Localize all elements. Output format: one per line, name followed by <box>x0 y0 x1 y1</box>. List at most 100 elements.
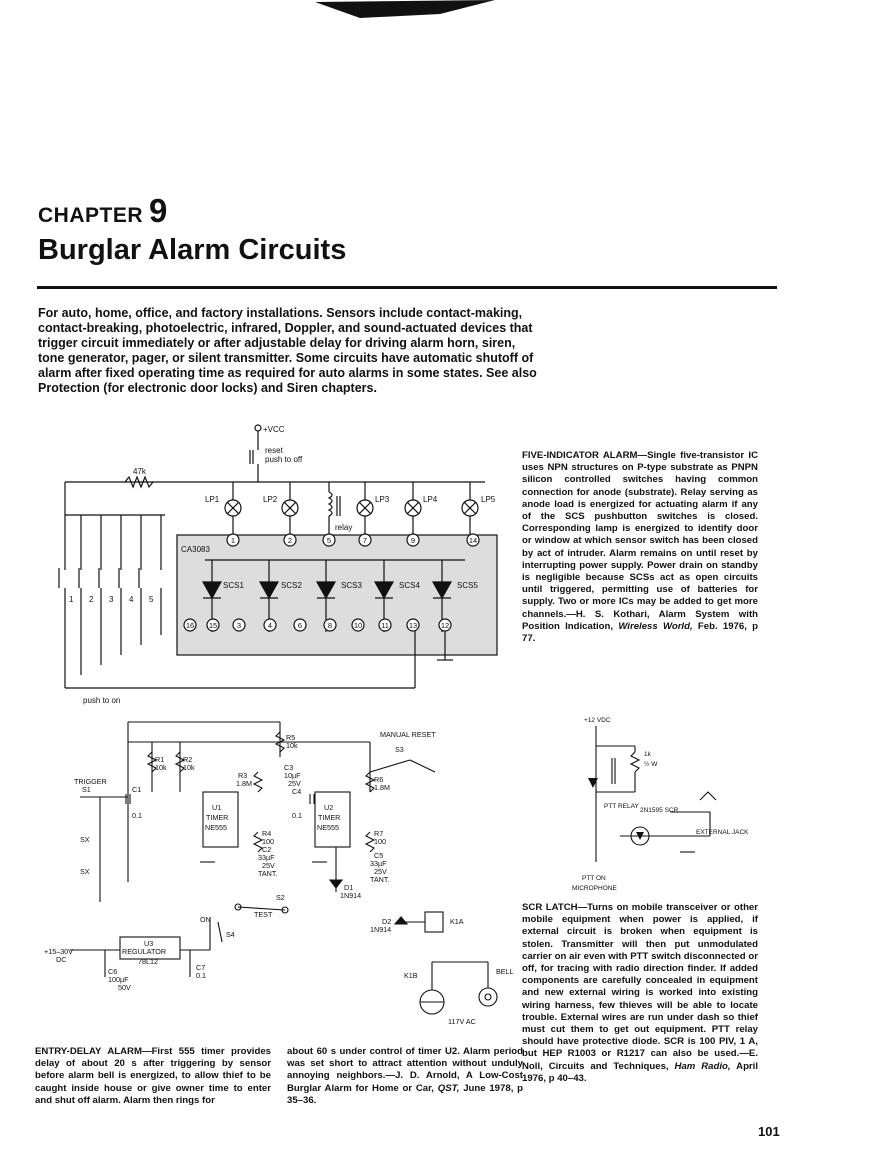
pin-bottom-3: 3 <box>237 621 241 630</box>
chapter-word: CHAPTER <box>38 204 144 227</box>
c1-value: 0.1 <box>132 811 142 820</box>
microphone-label: MICROPHONE <box>572 885 617 892</box>
r6-value: 1.8M <box>374 783 390 792</box>
five-indicator-tail: Feb. 1976, p 77. <box>522 620 758 645</box>
r47k-label: 47k <box>133 467 147 476</box>
switch-label-4: 4 <box>129 595 134 604</box>
c2-label: C2 <box>262 845 271 854</box>
ptt-relay-label: PTT RELAY <box>604 803 639 810</box>
u2-ne555-label: NE555 <box>317 823 339 832</box>
scs-label-3: SCS3 <box>341 581 362 590</box>
scan-edge-mark <box>315 0 495 18</box>
d2-label: D2 <box>382 917 391 926</box>
intro-paragraph: For auto, home, office, and factory inst… <box>38 306 537 395</box>
sx-label-2: SX <box>80 867 90 876</box>
r7-label: R7 <box>374 829 383 838</box>
k1a-label: K1A <box>450 917 464 926</box>
c4-label: C4 <box>292 787 301 796</box>
wattage-label: ½ W <box>644 760 658 768</box>
pin-top-5: 5 <box>327 536 331 545</box>
pin-bottom-4: 4 <box>268 621 272 630</box>
r5-value: 10k <box>286 741 298 750</box>
lamp-label-4: LP4 <box>423 495 438 504</box>
s1-label: S1 <box>82 785 91 794</box>
c6-label: C6 <box>108 967 117 976</box>
entry-delay-caption-col2: about 60 s under control of timer U2. Al… <box>287 1046 523 1107</box>
u2-label: U2 <box>324 803 333 812</box>
r2-label: R2 <box>183 755 192 764</box>
r6-label: R6 <box>374 775 383 784</box>
switch-label-2: 2 <box>89 595 94 604</box>
scs-label-2: SCS2 <box>281 581 302 590</box>
external-jack-label: EXTERNAL JACK <box>696 829 749 836</box>
u1-label: U1 <box>212 803 221 812</box>
scs-label-5: SCS5 <box>457 581 478 590</box>
scr-label: 2N1595 SCR <box>640 807 679 814</box>
c6-value: 100µF <box>108 975 129 984</box>
c3-rating: 25V <box>288 779 301 788</box>
c5-tant: TANT. <box>370 875 389 884</box>
entry-delay-source: QST, <box>437 1082 460 1094</box>
resistor-label: 1k <box>644 751 652 758</box>
u1-ne555-label: NE555 <box>205 823 227 832</box>
ptt-on-label: PTT ON <box>582 875 606 882</box>
u3-label: U3 <box>144 939 153 948</box>
ac-label: 117V AC <box>448 1017 476 1026</box>
pin-bottom-11: 11 <box>381 621 389 630</box>
switch-label-3: 3 <box>109 595 114 604</box>
c5-label: C5 <box>374 851 383 860</box>
push-off-label: push to off <box>265 455 303 464</box>
d2-value: 1N914 <box>370 925 391 934</box>
vcc-label: +VCC <box>263 425 285 434</box>
on-label: ON <box>200 915 211 924</box>
r1-label: R1 <box>155 755 164 764</box>
scs-label-4: SCS4 <box>399 581 420 590</box>
entry-delay-body2: about 60 s under control of timer U2. Al… <box>287 1046 523 1094</box>
lamp-label-5: LP5 <box>481 495 496 504</box>
scr-latch-caption: SCR LATCH—Turns on mobile transceiver or… <box>522 902 758 1085</box>
pin-bottom-10: 10 <box>354 621 362 630</box>
supply-dc-label: DC <box>56 955 66 964</box>
manual-reset-label: MANUAL RESET <box>380 730 436 739</box>
scr-latch-schematic: +12 VDC 1k ½ W PTT RELAY 2N1595 SCR EXTE… <box>572 717 749 892</box>
five-indicator-heading: FIVE-INDICATOR ALARM <box>522 450 638 461</box>
c2-capacitance: 33µF <box>258 853 275 862</box>
c1-label: C1 <box>132 785 141 794</box>
bell-label: BELL <box>496 967 514 976</box>
c2-tant: TANT. <box>258 869 277 878</box>
five-indicator-caption: FIVE-INDICATOR ALARM—Single five-transis… <box>522 450 758 645</box>
lamp-label-1: LP1 <box>205 495 220 504</box>
scr-latch-tail: April 1976, p 40–43. <box>522 1060 759 1084</box>
pin-bottom-8: 8 <box>328 621 332 630</box>
c7-label: C7 <box>196 963 205 972</box>
entry-delay-schematic: R5 10k MANUAL RESET S3 R1 10k R2 10k R3 … <box>44 721 514 1026</box>
r4-value: 100 <box>262 837 274 846</box>
c7-value: 0.1 <box>196 971 206 980</box>
regulator-label: REGULATOR <box>122 947 166 956</box>
r5-label: R5 <box>286 733 295 742</box>
pin-top-7: 7 <box>363 536 367 545</box>
five-indicator-body: —Single five-transistor IC uses NPN stru… <box>522 450 759 632</box>
scs-label-1: SCS1 <box>223 581 244 590</box>
ic-label: CA3083 <box>181 545 210 554</box>
c3-label: C3 <box>284 763 293 772</box>
c3-value: 10µF <box>284 771 301 780</box>
switch-label-5: 5 <box>149 595 154 604</box>
s4-label: S4 <box>226 930 235 939</box>
r4-label: R4 <box>262 829 271 838</box>
scr-latch-body: —Turns on mobile transceiver or other mo… <box>522 902 759 1072</box>
r1-value: 10k <box>155 763 167 772</box>
pin-bottom-13: 13 <box>409 621 417 630</box>
chapter-title: Burglar Alarm Circuits <box>38 234 347 266</box>
c2-value: 0.1 <box>292 811 302 820</box>
test-label: TEST <box>254 910 273 919</box>
chapter-number: 9 <box>149 192 168 229</box>
scr-latch-heading: SCR LATCH <box>522 902 578 913</box>
pin-top-2: 2 <box>288 536 292 545</box>
u3-value: 78L12 <box>138 957 158 966</box>
switch-label-1: 1 <box>69 595 74 604</box>
supply-label: +12 VDC <box>584 717 611 724</box>
reset-label: reset <box>265 446 284 455</box>
u2-timer-label: TIMER <box>318 813 340 822</box>
pin-top-14: 14 <box>469 536 477 545</box>
